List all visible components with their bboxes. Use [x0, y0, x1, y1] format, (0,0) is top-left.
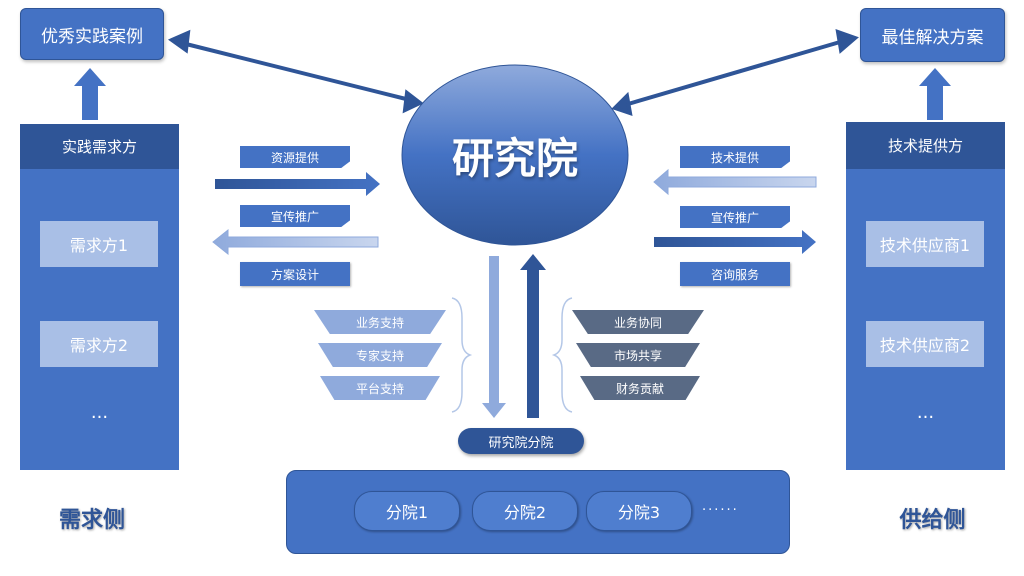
up-arrow-center	[520, 254, 546, 418]
arrow-left-to-center-right	[653, 168, 817, 196]
left-support-business: 业务支持	[314, 310, 446, 334]
demand-panel-header: 实践需求方	[20, 124, 179, 169]
branch-2: 分院2	[472, 491, 578, 531]
up-arrow-right	[919, 68, 951, 120]
demand-panel: 实践需求方 需求方1 需求方2 ...	[20, 124, 179, 470]
right-support-market: 市场共享	[576, 343, 700, 367]
diagonal-arrow-left	[167, 29, 424, 114]
supply-side-label: 供给侧	[899, 508, 966, 533]
supply-ellipsis: ...	[916, 402, 935, 423]
best-solutions-box: 最佳解决方案	[860, 8, 1005, 62]
right-flow-promotion: 宣传推广	[680, 206, 790, 228]
right-flow-technology: 技术提供	[680, 146, 790, 168]
brace-left	[451, 297, 473, 413]
diagonal-arrow-right	[611, 28, 859, 116]
best-practice-cases-box: 优秀实践案例	[20, 8, 164, 60]
demand-ellipsis: ...	[90, 402, 109, 423]
supply-panel-header: 技术提供方	[846, 122, 1005, 169]
left-support-platform: 平台支持	[320, 376, 440, 400]
left-support-expert: 专家支持	[318, 343, 442, 367]
branch-1: 分院1	[354, 491, 460, 531]
left-flow-design: 方案设计	[240, 262, 350, 286]
branch-more: ......	[702, 499, 739, 514]
left-flow-promotion: 宣传推广	[240, 205, 350, 227]
center-ellipse	[401, 64, 629, 246]
demand-side-label: 需求侧	[58, 508, 125, 533]
supply-item-1: 技术供应商1	[866, 221, 984, 267]
branch-institute-label: 研究院分院	[458, 428, 584, 454]
demand-item-1: 需求方1	[40, 221, 158, 267]
arrow-left-from-center-left	[212, 228, 379, 256]
arrow-right-to-center-left	[215, 172, 380, 196]
supply-panel: 技术提供方 技术供应商1 技术供应商2 ...	[846, 122, 1005, 470]
center-label: 研究院	[451, 133, 578, 183]
up-arrow-left	[74, 68, 106, 120]
left-flow-resource: 资源提供	[240, 146, 350, 168]
right-flow-consulting: 咨询服务	[680, 262, 790, 286]
supply-item-2: 技术供应商2	[866, 321, 984, 367]
right-support-collaboration: 业务协同	[572, 310, 704, 334]
demand-item-2: 需求方2	[40, 321, 158, 367]
brace-right	[551, 297, 573, 413]
branch-3: 分院3	[586, 491, 692, 531]
down-arrow-center	[482, 256, 506, 418]
right-support-finance: 财务贡献	[580, 376, 700, 400]
arrow-right-from-center-right	[654, 230, 816, 254]
